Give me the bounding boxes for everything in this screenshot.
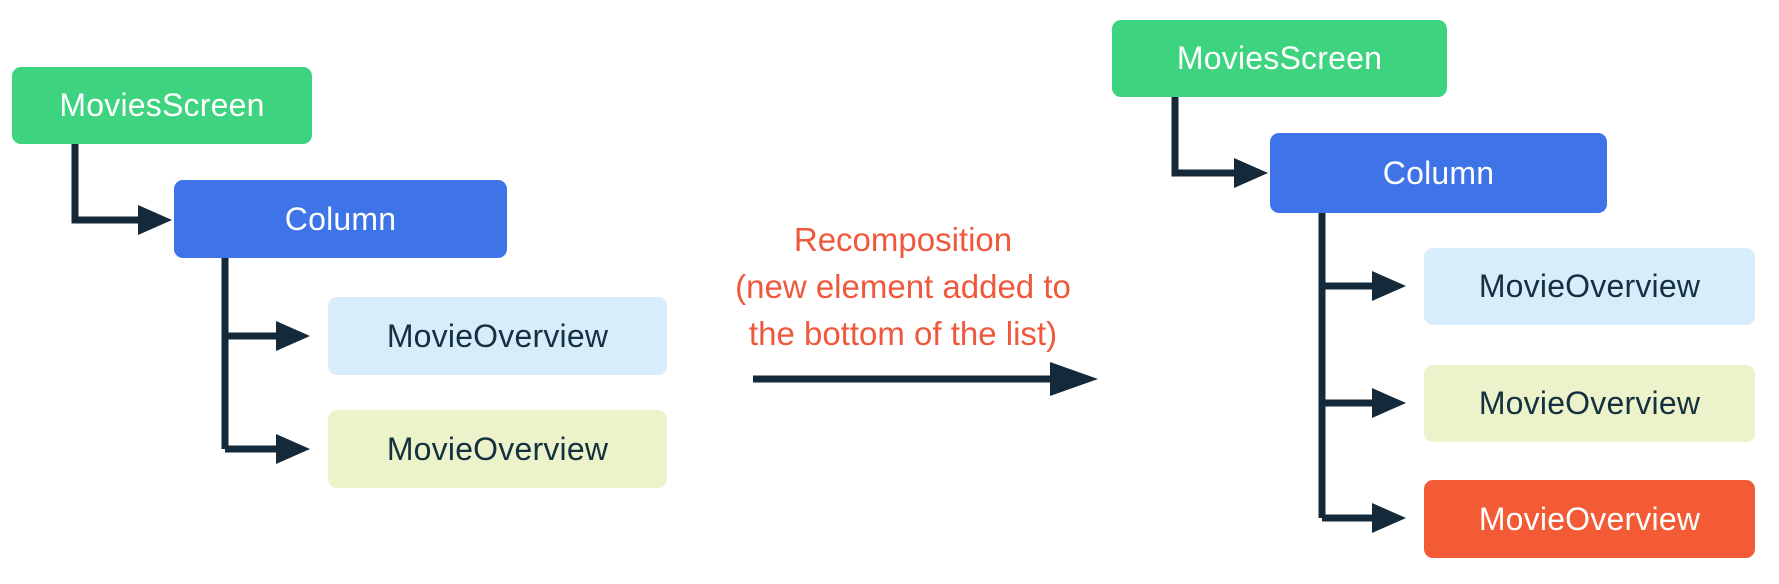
left-tree-movieoverview-1-box: MovieOverview — [328, 297, 667, 375]
right-root-elbow-connector — [1171, 97, 1268, 188]
right-tree-column-box: Column — [1270, 133, 1607, 213]
annotation-line-2: (new element added to — [735, 268, 1071, 305]
left-root-elbow-connector — [71, 144, 172, 235]
right-tree-movieoverview-3-new-box: MovieOverview — [1424, 480, 1755, 558]
annotation-line-3: the bottom of the list) — [748, 315, 1058, 352]
left-tree-movieoverview-2-box: MovieOverview — [328, 410, 667, 488]
annotation-line-1: Recomposition — [793, 221, 1013, 258]
left-tree-root-box: MoviesScreen — [12, 67, 312, 144]
left-tree-column-box: Column — [174, 180, 507, 258]
recomposition-annotation: Recomposition (new element added to the … — [653, 216, 1153, 357]
right-tree-movieoverview-2-box: MovieOverview — [1424, 365, 1755, 442]
right-tree-root-box: MoviesScreen — [1112, 20, 1447, 97]
right-tree-movieoverview-1-box: MovieOverview — [1424, 248, 1755, 325]
